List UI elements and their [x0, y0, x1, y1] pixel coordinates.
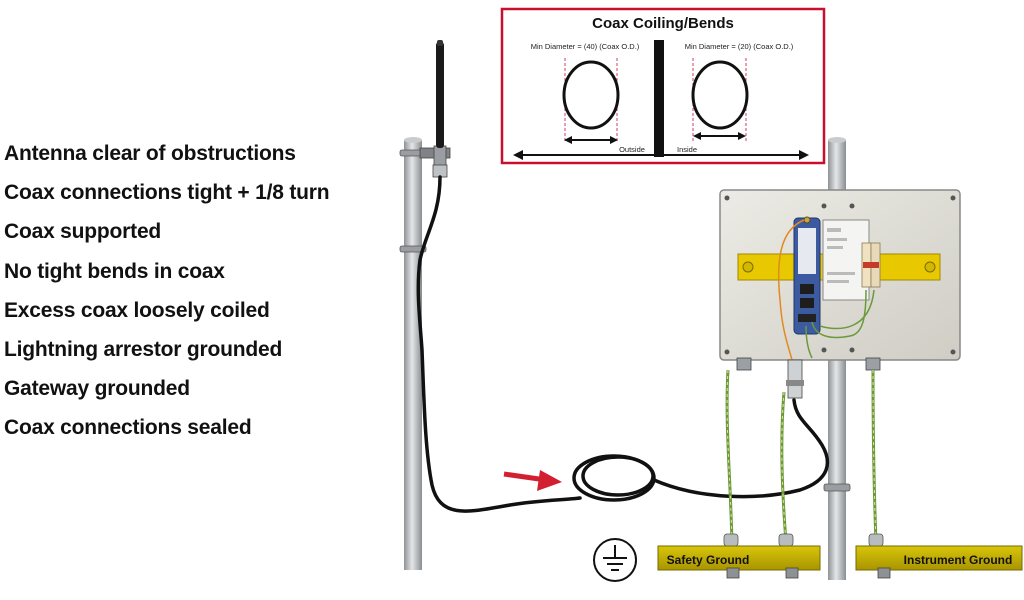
module-label-line [827, 238, 847, 241]
module-label-line [827, 228, 841, 232]
coax-coil [581, 455, 655, 497]
arrow-head-icon [564, 136, 572, 144]
instrument-ground-bar: Instrument Ground [855, 545, 1023, 579]
cable-gland [865, 357, 881, 371]
checklist-item-antenna: Antenna clear of obstructions [4, 142, 296, 165]
gateway-ground-wire [805, 325, 813, 359]
ground-lug [778, 533, 794, 547]
internal-wiring [777, 219, 875, 361]
bar-bolt [726, 567, 740, 579]
coax-run-antenna [416, 175, 582, 513]
checklist-item-no-tight-bends: No tight bends in coax [4, 259, 225, 283]
gateway-power-wire [819, 289, 875, 330]
checklist-item-coax-supported: Coax supported [4, 220, 162, 244]
antenna-connector [432, 164, 448, 178]
checklist-item-gateway-grounded: Gateway grounded [4, 377, 190, 401]
left-pole [404, 140, 422, 570]
checklist-item-arrestor-grounded: Lightning arrestor grounded [4, 337, 283, 361]
enclosure-screw [950, 349, 956, 355]
checklist-item-connections-sealed: Coax connections sealed [4, 416, 252, 440]
gateway-antenna-jack [803, 216, 811, 224]
arrow-head-icon [693, 132, 701, 140]
antenna-tip [437, 40, 443, 46]
outside-label: Outside [619, 145, 645, 154]
gateway-terminal [798, 314, 816, 322]
coax-bend-inset: Coax Coiling/Bends Min Diameter = (40) (… [500, 7, 826, 165]
pole-cap [404, 137, 422, 143]
lightning-arrestor-nut [786, 380, 804, 386]
safety-ground-bar: Safety Ground [657, 545, 821, 579]
red-arrow-icon [503, 470, 562, 491]
ground-lug [723, 533, 739, 547]
arrow-head-icon [610, 136, 618, 144]
coax-pigtail [777, 219, 805, 361]
checklist-item-coax-coiled: Excess coax loosely coiled [4, 298, 270, 322]
pole-clamp [399, 245, 427, 253]
instrument-ground-label: Instrument Ground [904, 553, 1013, 567]
coax-loop-small [691, 60, 749, 130]
gateway-ethernet-port [800, 298, 814, 308]
gateway-power-wire [811, 289, 867, 339]
checklist: Antenna clear of obstructions Coax conne… [4, 140, 330, 454]
coax-cable [416, 175, 830, 513]
arrow-head-icon [738, 132, 746, 140]
lightning-arrestor [787, 359, 803, 399]
gateway-label-panel [798, 228, 816, 274]
instrument-ground-bar-body [855, 545, 1023, 571]
antenna-whip [436, 42, 444, 148]
bar-bolt [877, 567, 891, 579]
module-label-line [827, 280, 849, 283]
coax-loop-large [562, 60, 620, 130]
rail-screw [742, 261, 754, 273]
inside-label: Inside [677, 145, 697, 154]
ground-wire-stripes [726, 369, 877, 543]
coax-run-gateway [652, 398, 830, 499]
antenna-pole [399, 137, 451, 570]
gateway-ethernet-port [800, 284, 814, 294]
enclosure-screw [821, 347, 827, 353]
pole-clamp [823, 483, 851, 492]
cable-gland [736, 357, 752, 371]
inset-divider [654, 40, 664, 157]
ground-lugs [723, 533, 884, 547]
earth-ground-symbol-icon [593, 538, 637, 582]
arrow-head-icon [513, 150, 523, 160]
arrow-head-icon [799, 150, 809, 160]
module-label-line [827, 246, 843, 249]
inset-right-caption: Min Diameter = (20) (Coax O.D.) [685, 42, 794, 51]
safety-ground-label: Safety Ground [667, 553, 750, 567]
enclosure-glands [736, 357, 881, 399]
enclosure-screw [849, 347, 855, 353]
enclosure-screw [849, 203, 855, 209]
inset-left-caption: Min Diameter = (40) (Coax O.D.) [531, 42, 640, 51]
bar-bolt [785, 567, 799, 579]
enclosure-screw [821, 203, 827, 209]
ground-lug [868, 533, 884, 547]
rail-screw [924, 261, 936, 273]
enclosure-screw [724, 195, 730, 201]
inset-title: Coax Coiling/Bends [592, 15, 734, 32]
module-label-line [827, 272, 855, 275]
checklist-item-connections-tight: Coax connections tight + 1/8 turn [4, 181, 330, 205]
terminal-jumper [863, 262, 879, 268]
pole-cap [828, 137, 846, 143]
enclosure-screw [950, 195, 956, 201]
enclosure-screw [724, 349, 730, 355]
enclosure [719, 189, 961, 361]
